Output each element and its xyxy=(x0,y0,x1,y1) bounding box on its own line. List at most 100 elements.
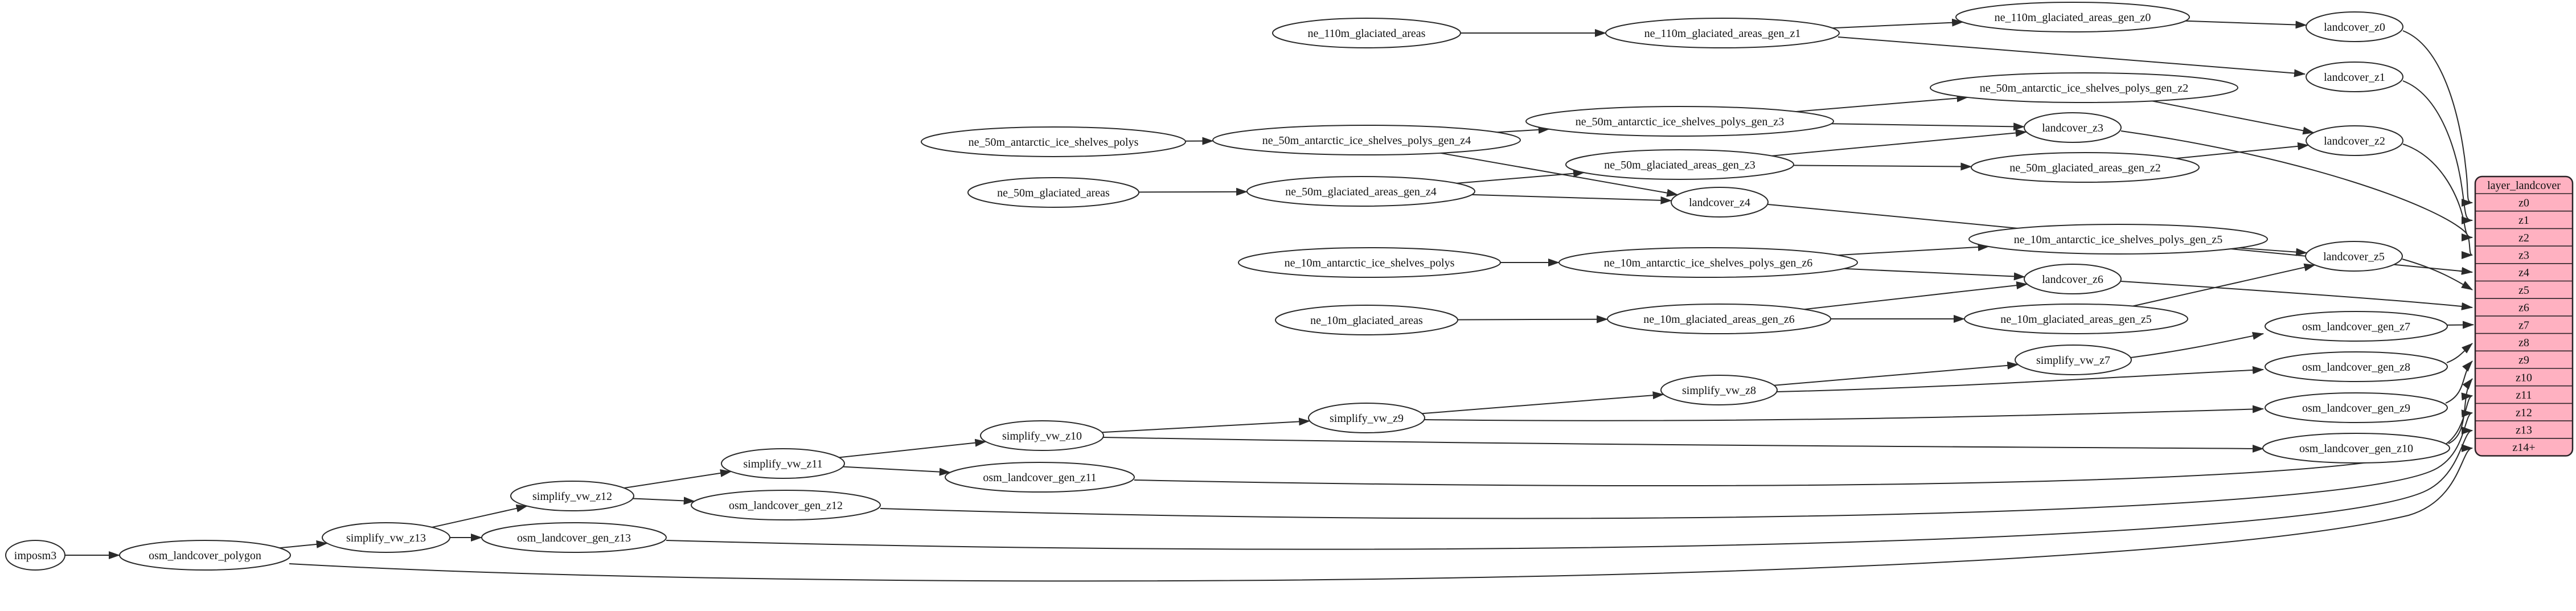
node-label: simplify_vw_z13 xyxy=(346,532,426,544)
node-landcover_z4: landcover_z4 xyxy=(1671,187,1769,218)
node-ellipse xyxy=(2015,345,2132,375)
edge-landcover_z0-row_z0 xyxy=(2402,30,2473,207)
node-osm_landcover_gen_z8: osm_landcover_gen_z8 xyxy=(2265,351,2448,382)
node-label: landcover_z1 xyxy=(2324,71,2385,84)
node-ellipse xyxy=(1525,106,1834,137)
node-label: landcover_z6 xyxy=(2042,273,2103,286)
node-label: ne_110m_glaciated_areas_gen_z1 xyxy=(1644,27,1801,40)
node-ne_110m_glaciated_areas_gen_z1: ne_110m_glaciated_areas_gen_z1 xyxy=(1605,18,1840,48)
edge-simplify_vw_z7-osm_landcover_gen_z7 xyxy=(2130,332,2264,358)
edge-ne_10m_glaciated_areas_gen_z5-landcover_z5 xyxy=(2132,263,2316,307)
node-ellipse xyxy=(2265,351,2448,382)
node-ellipse xyxy=(322,522,450,553)
node-landcover_z6: landcover_z6 xyxy=(2024,264,2122,294)
node-ne_50m_glaciated_areas_gen_z4: ne_50m_glaciated_areas_gen_z4 xyxy=(1246,176,1475,207)
table-row-z8: z8 xyxy=(2518,337,2529,349)
node-ellipse xyxy=(1955,2,2190,32)
node-landcover_z2: landcover_z2 xyxy=(2306,125,2403,156)
node-ne_110m_glaciated_areas: ne_110m_glaciated_areas xyxy=(1272,18,1461,48)
node-ellipse xyxy=(1971,152,2200,183)
edge-ne_110m_glaciated_areas_gen_z1-ne_110m_glaciated_areas_gen_z0 xyxy=(1832,18,1964,29)
node-osm_landcover_gen_z11: osm_landcover_gen_z11 xyxy=(945,462,1135,493)
node-ellipse xyxy=(1660,375,1778,405)
edge-ne_10m_glaciated_areas_gen_z6-landcover_z6 xyxy=(1804,281,2028,310)
node-ellipse xyxy=(2306,61,2403,92)
edge-simplify_vw_z13-simplify_vw_z12 xyxy=(432,504,528,528)
layer-landcover-table: layer_landcoverz0z1z2z3z4z5z6z7z8z9z10z1… xyxy=(2474,175,2574,457)
node-label: simplify_vw_z9 xyxy=(1330,412,1404,425)
node-landcover_z1: landcover_z1 xyxy=(2306,61,2403,92)
edge-ne_10m_glaciated_areas-ne_10m_glaciated_areas_gen_z6 xyxy=(1457,315,1609,323)
node-ellipse xyxy=(2262,433,2450,464)
edge-ne_10m_antarctic_ice_shelves_polys_gen_z5-landcover_z5 xyxy=(2238,247,2308,256)
node-ellipse xyxy=(945,462,1135,493)
edge-osm_landcover_gen_z12-row_z12 xyxy=(880,409,2473,519)
node-ellipse xyxy=(2024,264,2122,294)
node-ellipse xyxy=(5,540,65,571)
node-label: ne_50m_antarctic_ice_shelves_polys_gen_z… xyxy=(1980,82,2189,95)
node-ellipse xyxy=(1605,18,1840,48)
node-osm_landcover_gen_z9: osm_landcover_gen_z9 xyxy=(2265,392,2448,423)
edge-ne_50m_glaciated_areas_gen_z3-ne_50m_glaciated_areas_gen_z2 xyxy=(1793,162,1972,171)
node-simplify_vw_z12: simplify_vw_z12 xyxy=(510,481,634,511)
edges-layer xyxy=(64,18,2474,582)
edge-simplify_vw_z8-simplify_vw_z7 xyxy=(1774,361,2019,386)
node-label: ne_10m_antarctic_ice_shelves_polys_gen_z… xyxy=(1604,257,1813,269)
edge-ne_110m_glaciated_areas_gen_z1-landcover_z1 xyxy=(1837,36,2306,77)
edge-ne_50m_glaciated_areas_gen_z2-landcover_z2 xyxy=(2175,142,2310,159)
node-label: ne_10m_antarctic_ice_shelves_polys_gen_z… xyxy=(2014,233,2223,246)
edge-simplify_vw_z9-osm_landcover_gen_z9 xyxy=(1424,405,2264,421)
table-row-z13: z13 xyxy=(2516,424,2532,436)
node-ellipse xyxy=(921,126,1186,157)
node-label: osm_landcover_polygon xyxy=(149,550,261,562)
node-ellipse xyxy=(721,448,845,479)
node-osm_landcover_gen_z10: osm_landcover_gen_z10 xyxy=(2262,433,2450,464)
node-label: osm_landcover_gen_z11 xyxy=(983,471,1096,484)
edge-ne_10m_antarctic_ice_shelves_polys_gen_z6-landcover_z6 xyxy=(1844,268,2025,281)
node-label: simplify_vw_z10 xyxy=(1002,430,1082,442)
node-label: osm_landcover_gen_z12 xyxy=(729,499,843,512)
node-ne_110m_glaciated_areas_gen_z0: ne_110m_glaciated_areas_gen_z0 xyxy=(1955,2,2190,32)
node-label: ne_10m_glaciated_areas_gen_z5 xyxy=(2000,313,2151,326)
table-row-z14+: z14+ xyxy=(2512,441,2535,454)
node-ellipse xyxy=(2305,241,2403,272)
node-label: landcover_z5 xyxy=(2323,251,2385,263)
node-label: landcover_z2 xyxy=(2324,135,2385,147)
node-ellipse xyxy=(1558,247,1858,278)
node-label: osm_landcover_gen_z10 xyxy=(2299,442,2413,455)
node-ellipse xyxy=(2265,311,2448,342)
node-imposm3: imposm3 xyxy=(5,540,65,571)
node-label: ne_110m_glaciated_areas xyxy=(1308,27,1426,40)
edge-ne_50m_antarctic_ice_shelves_polys_gen_z4-landcover_z4 xyxy=(1440,152,1679,197)
node-ellipse xyxy=(1607,304,1831,334)
table-row-z3: z3 xyxy=(2518,249,2529,261)
edge-simplify_vw_z10-simplify_vw_z9 xyxy=(1102,417,1311,433)
node-label: ne_50m_antarctic_ice_shelves_polys_gen_z… xyxy=(1576,116,1785,128)
node-label: osm_landcover_gen_z8 xyxy=(2302,361,2410,374)
node-ellipse xyxy=(481,522,667,553)
table-title: layer_landcover xyxy=(2487,179,2561,192)
node-ellipse xyxy=(980,420,1104,451)
node-ellipse xyxy=(1212,125,1521,155)
table-row-z0: z0 xyxy=(2518,196,2529,209)
node-ellipse xyxy=(1964,304,2188,334)
node-landcover_z5: landcover_z5 xyxy=(2305,241,2403,272)
edge-ne_110m_glaciated_areas_gen_z0-landcover_z0 xyxy=(2185,20,2307,29)
edge-simplify_vw_z10-osm_landcover_gen_z10 xyxy=(1102,437,2264,453)
node-label: ne_50m_glaciated_areas_gen_z2 xyxy=(2009,162,2160,174)
node-ne_10m_glaciated_areas: ne_10m_glaciated_areas xyxy=(1275,305,1458,335)
table-row-z7: z7 xyxy=(2518,319,2529,331)
node-label: simplify_vw_z8 xyxy=(1682,384,1756,397)
node-simplify_vw_z7: simplify_vw_z7 xyxy=(2015,345,2132,375)
node-ne_50m_glaciated_areas_gen_z3: ne_50m_glaciated_areas_gen_z3 xyxy=(1565,149,1794,180)
node-ellipse xyxy=(967,177,1139,208)
node-simplify_vw_z9: simplify_vw_z9 xyxy=(1308,403,1425,433)
node-label: ne_110m_glaciated_areas_gen_z0 xyxy=(1995,11,2151,24)
edge-ne_50m_antarctic_ice_shelves_polys_gen_z3-landcover_z3 xyxy=(1831,122,2025,131)
node-label: landcover_z4 xyxy=(1689,196,1750,209)
edge-ne_10m_antarctic_ice_shelves_polys_gen_z6-ne_10m_antarctic_ice_shelves_polys_gen_z5 xyxy=(1837,243,1990,256)
node-ellipse xyxy=(1238,247,1501,278)
node-label: ne_50m_antarctic_ice_shelves_polys_gen_z… xyxy=(1262,134,1471,147)
